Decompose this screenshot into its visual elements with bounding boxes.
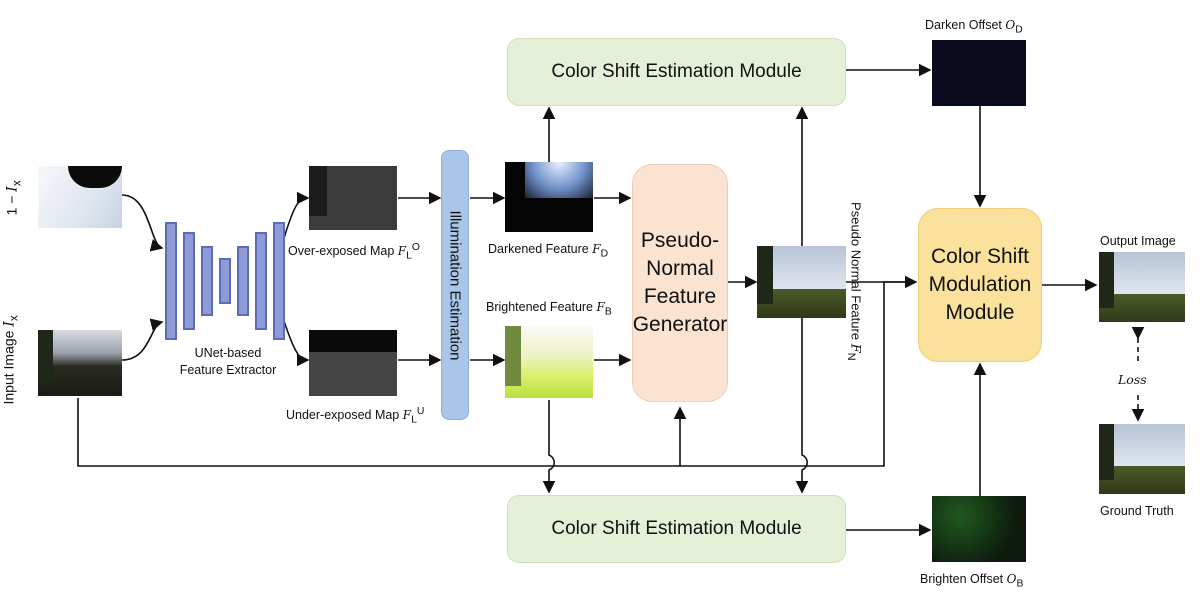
over-exposed-map	[309, 166, 397, 230]
inverted-input-label: 1 − Ix	[3, 180, 24, 216]
color-shift-estimation-module-bottom: Color Shift Estimation Module	[507, 495, 846, 563]
loss-label: Loss	[1118, 372, 1147, 387]
pseudo-normal-feature-generator: Pseudo- Normal Feature Generator	[632, 164, 728, 402]
ground-truth-image	[1099, 424, 1185, 494]
output-image-label: Output Image	[1100, 234, 1176, 248]
under-exposed-label: Under-exposed Map FLU	[286, 406, 425, 426]
input-image	[38, 330, 122, 396]
darkened-feature-label: Darkened Feature FD	[488, 242, 609, 260]
output-image	[1099, 252, 1185, 322]
pseudo-normal-feature-label: Pseudo Normal Feature FN	[844, 202, 864, 361]
input-image-label: Input Image Ix	[0, 315, 21, 405]
over-exposed-label: Over-exposed Map FLO	[288, 242, 421, 262]
brighten-offset-image	[932, 496, 1026, 562]
pseudo-normal-feature-image	[757, 246, 846, 318]
color-shift-modulation-module: Color Shift Modulation Module	[918, 208, 1042, 362]
illumination-estimation-block: Illumination Estimation	[441, 150, 469, 420]
color-shift-estimation-module-top: Color Shift Estimation Module	[507, 38, 846, 106]
darken-offset-label: Darken Offset OD	[925, 18, 1023, 36]
brightened-feature-image	[505, 326, 593, 398]
darken-offset-image	[932, 40, 1026, 106]
under-exposed-map	[309, 330, 397, 396]
brightened-feature-label: Brightened Feature FB	[486, 300, 612, 318]
ground-truth-label: Ground Truth	[1100, 504, 1174, 518]
brighten-offset-label: Brighten Offset OB	[920, 572, 1024, 590]
inverted-input-image	[38, 166, 122, 228]
darkened-feature-image	[505, 162, 593, 232]
